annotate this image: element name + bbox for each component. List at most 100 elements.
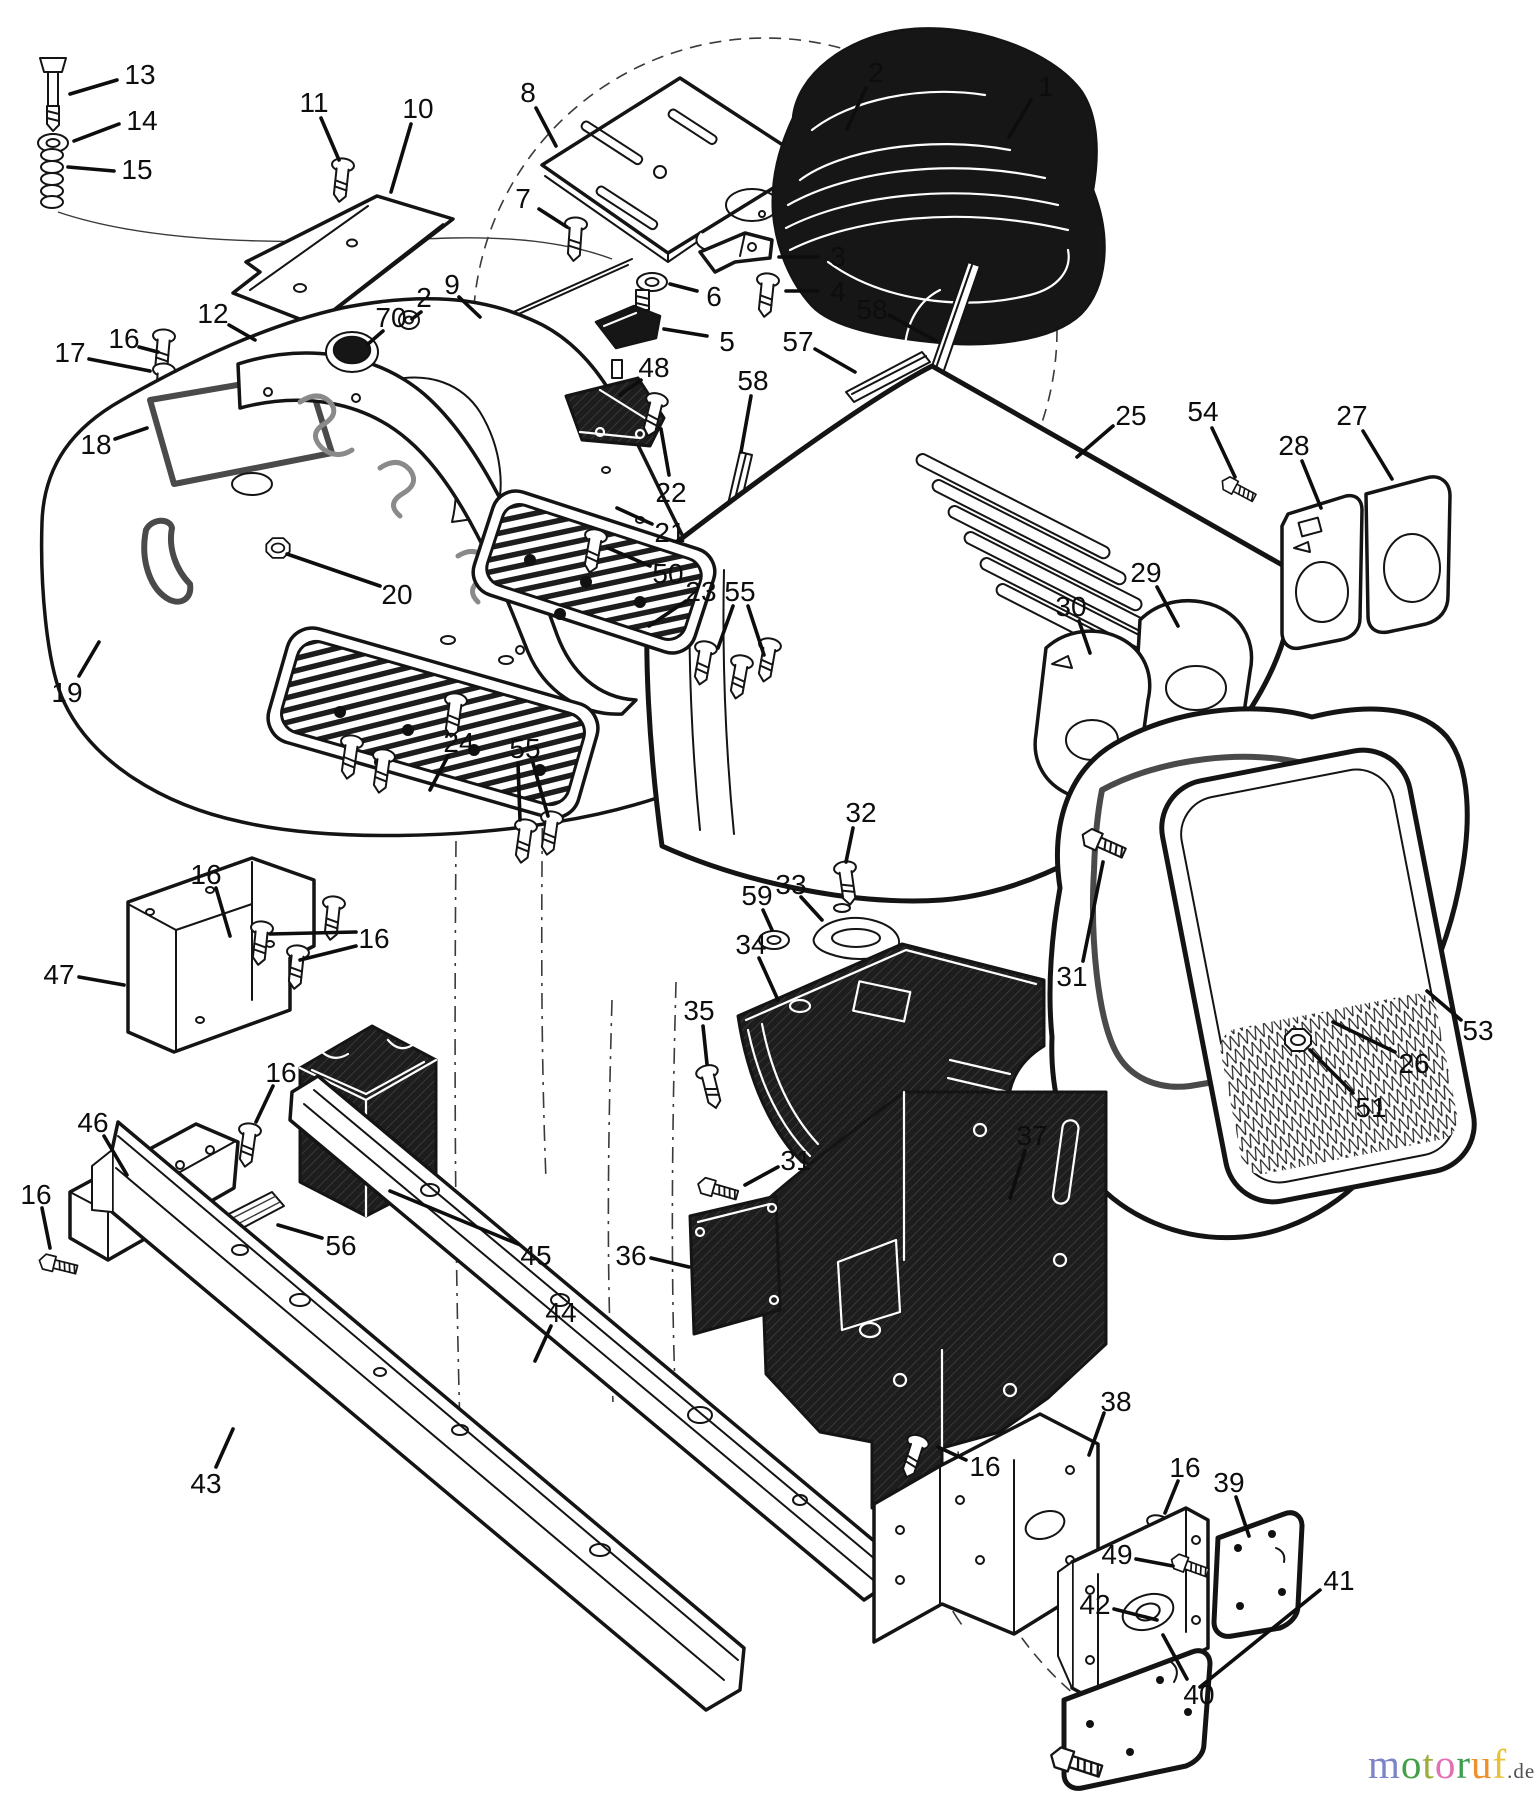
leader-line-18 (113, 426, 149, 441)
callout-17: 17 (54, 337, 85, 368)
callout-35: 35 (683, 995, 714, 1026)
part-51-flange-nut (1284, 1028, 1312, 1052)
callout-23: 23 (685, 576, 716, 607)
part-48-bracket (564, 359, 666, 448)
callout-56: 56 (325, 1230, 356, 1261)
leader-line-19 (77, 640, 101, 678)
leader-line-36 (649, 1256, 691, 1269)
callout-40: 40 (1183, 1679, 1214, 1710)
leader-line-48 (618, 378, 643, 397)
callout-42: 42 (1079, 1589, 1110, 1620)
part-11-screw (327, 156, 356, 204)
watermark-letter: u (1470, 1741, 1493, 1787)
part-53-grille-screen (1159, 747, 1477, 1205)
leader-line-28 (1300, 459, 1323, 510)
leader-line-9 (457, 295, 482, 319)
callout-16: 16 (108, 323, 139, 354)
callout-29: 29 (1130, 557, 1161, 588)
part-36-panel (688, 1194, 782, 1336)
leader-line-16 (137, 345, 160, 354)
callout-44: 44 (545, 1297, 576, 1328)
callout-11: 11 (299, 87, 328, 118)
leader-line-7 (537, 207, 569, 229)
leader-line-35 (701, 1024, 709, 1066)
leader-line-31 (743, 1165, 780, 1187)
leader-line-14 (72, 122, 121, 143)
leader-line-43 (214, 1427, 235, 1469)
part-27-headlight-lens (1364, 475, 1452, 635)
part-15-spring (40, 148, 64, 209)
callout-31: 31 (780, 1145, 811, 1176)
leader-line-40 (1161, 1633, 1189, 1681)
leader-line-38 (1087, 1411, 1106, 1457)
watermark-logo[interactable]: motoruf.de (1368, 1744, 1535, 1785)
part-16-screw-d (36, 1252, 80, 1278)
part-23-footrest-grille (471, 489, 717, 655)
callout-26: 26 (1398, 1048, 1429, 1079)
part-4-screw (752, 271, 781, 319)
callout-70: 70 (375, 302, 406, 333)
leader-line-29 (1155, 585, 1180, 628)
part-57-trim-strip (845, 351, 931, 403)
callout-31: 31 (1056, 961, 1087, 992)
leader-line-51 (1308, 1048, 1355, 1095)
callout-16: 16 (1169, 1452, 1200, 1483)
leader-line-16 (936, 1445, 968, 1462)
callout-7: 7 (515, 183, 531, 214)
leader-line-58 (739, 394, 753, 454)
callout-16: 16 (20, 1179, 51, 1210)
callout-16: 16 (190, 859, 221, 890)
callout-24: 24 (443, 727, 474, 758)
watermark-letter: m (1368, 1741, 1401, 1787)
leader-line-37 (1008, 1149, 1027, 1200)
callout-16: 16 (969, 1451, 1000, 1482)
callout-3: 3 (830, 241, 846, 272)
callout-12: 12 (197, 298, 228, 329)
leader-line-31 (1081, 860, 1105, 963)
part-13-bolt (39, 57, 67, 132)
leader-line-22 (659, 427, 671, 477)
callout-18: 18 (80, 429, 111, 460)
callout-39: 39 (1213, 1467, 1244, 1498)
leader-line-21 (615, 506, 654, 526)
callout-55: 55 (724, 576, 755, 607)
leader-line-2 (845, 86, 868, 131)
leader-line-16 (254, 1084, 275, 1124)
callout-13: 13 (124, 59, 155, 90)
callout-33: 33 (775, 869, 806, 900)
leader-line-16 (214, 886, 232, 938)
callout-16: 16 (265, 1057, 296, 1088)
leader-line-2 (410, 310, 423, 321)
leader-line-8 (534, 106, 558, 148)
leader-line-70 (366, 329, 385, 346)
leader-line-56 (276, 1223, 324, 1240)
leader-line-34 (757, 956, 780, 1002)
leader-line-25 (1075, 424, 1115, 459)
leader-line-53 (1425, 989, 1463, 1022)
callout-38: 38 (1100, 1386, 1131, 1417)
callout-8: 8 (520, 77, 536, 108)
watermark-letter: o (1400, 1741, 1423, 1787)
callout-28: 28 (1278, 430, 1309, 461)
leader-line-1 (1007, 98, 1033, 139)
leader-line-50 (606, 546, 652, 568)
leader-line-54 (1210, 426, 1237, 479)
part-54-screw (1218, 473, 1259, 506)
leader-line-55 (516, 761, 522, 822)
leader-line-12 (227, 323, 257, 342)
callout-22: 22 (655, 477, 686, 508)
callout-15: 15 (121, 154, 152, 185)
leader-line-49 (1134, 1557, 1175, 1568)
watermark-letter: o (1434, 1741, 1457, 1787)
part-3-bracket (698, 231, 774, 274)
leader-line-59 (761, 908, 774, 932)
callout-30: 30 (1055, 591, 1086, 622)
callout-55: 55 (509, 733, 540, 764)
callout-1: 1 (1038, 71, 1054, 102)
part-10-seat-bracket-plate (231, 194, 455, 327)
leader-line-17 (87, 357, 152, 373)
callout-9: 9 (444, 269, 460, 300)
callout-50: 50 (652, 558, 683, 589)
callout-34: 34 (735, 929, 766, 960)
